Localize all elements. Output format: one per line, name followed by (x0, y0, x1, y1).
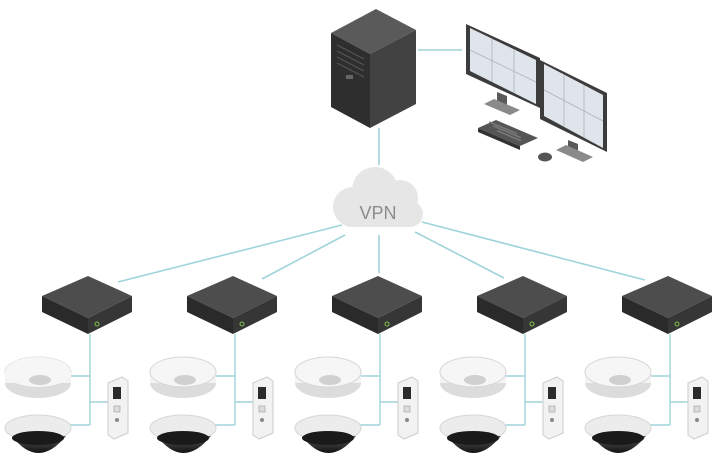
recorder-box-icon (42, 276, 132, 334)
link-vpn-site-5 (421, 221, 646, 281)
dome-camera-icon (294, 414, 362, 453)
site-wiring (70, 334, 108, 426)
link-vpn-site-1 (117, 224, 343, 283)
link-vpn-site-4 (414, 231, 505, 279)
link-vpn-site-2 (261, 234, 346, 280)
vpn-cloud: VPN (333, 167, 423, 227)
door-station-icon (542, 376, 564, 440)
speaker-icon (4, 356, 72, 398)
speaker-icon (584, 356, 652, 398)
door-station-icon (252, 376, 274, 440)
door-station-icon (397, 376, 419, 440)
recorder-box-icon (622, 276, 712, 334)
recorder-box-icon (477, 276, 567, 334)
dome-camera-icon (584, 414, 652, 453)
server-tower-icon (331, 9, 416, 128)
site-wiring (215, 334, 253, 426)
door-station-icon (687, 376, 709, 440)
speaker-icon (439, 356, 507, 398)
dome-camera-icon (4, 414, 72, 453)
site-wiring (505, 334, 543, 426)
recorder-box-icon (332, 276, 422, 334)
vpn-label: VPN (359, 203, 396, 223)
site-4 (439, 276, 567, 453)
site-1 (4, 276, 132, 453)
site-2 (149, 276, 277, 453)
dome-camera-icon (149, 414, 217, 453)
speaker-icon (149, 356, 217, 398)
door-station-icon (107, 376, 129, 440)
dome-camera-icon (439, 414, 507, 453)
connections (117, 49, 646, 283)
site-3 (294, 276, 422, 453)
speaker-icon (294, 356, 362, 398)
site-wiring (650, 334, 688, 426)
dual-monitor-workstation-icon (466, 24, 607, 162)
site-5 (584, 276, 712, 453)
site-wiring (360, 334, 398, 426)
recorder-box-icon (187, 276, 277, 334)
cloud-icon (333, 167, 423, 227)
